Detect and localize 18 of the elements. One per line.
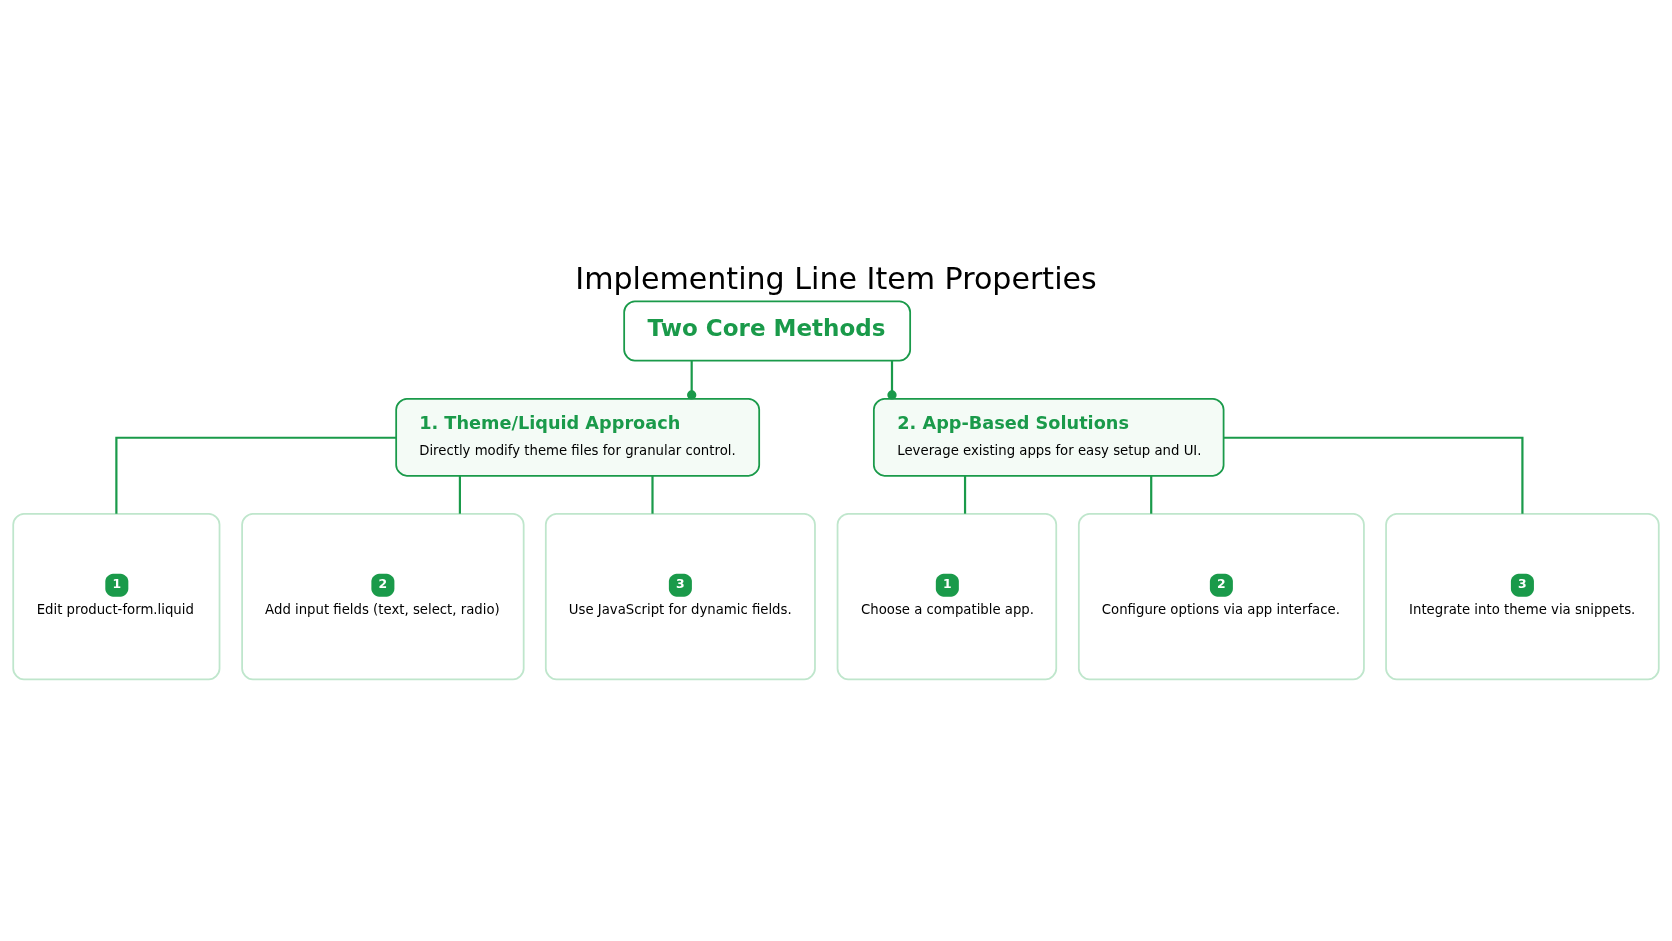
connector bbox=[887, 360, 897, 400]
connector bbox=[115, 436, 396, 514]
diagram-title: Implementing Line Item Properties bbox=[575, 261, 1097, 297]
connector bbox=[1150, 475, 1153, 514]
node-box: 1 Choose a compatible app. bbox=[836, 513, 1058, 681]
connector bbox=[1223, 436, 1524, 514]
connector bbox=[651, 475, 654, 514]
node-box: 1. Theme/Liquid Approach Directly modify theme files for granular control. bbox=[395, 397, 761, 477]
node-box: 1 Edit product-form.liquid bbox=[12, 513, 221, 681]
node-box: 2 Configure options via app interface. bbox=[1077, 513, 1365, 681]
connector bbox=[963, 475, 967, 514]
node-box: Two Core Methods bbox=[623, 300, 912, 362]
connector bbox=[458, 475, 462, 514]
node-box: 3 Use JavaScript for dynamic fields. bbox=[544, 513, 816, 681]
connector bbox=[687, 360, 697, 400]
node-box: 2 Add input fields (text, select, radio) bbox=[241, 513, 525, 681]
node-box: 3 Integrate into theme via snippets. bbox=[1385, 513, 1660, 681]
node-box: 2. App-Based Solutions Leverage existing apps for easy setup and UI. bbox=[872, 397, 1225, 477]
